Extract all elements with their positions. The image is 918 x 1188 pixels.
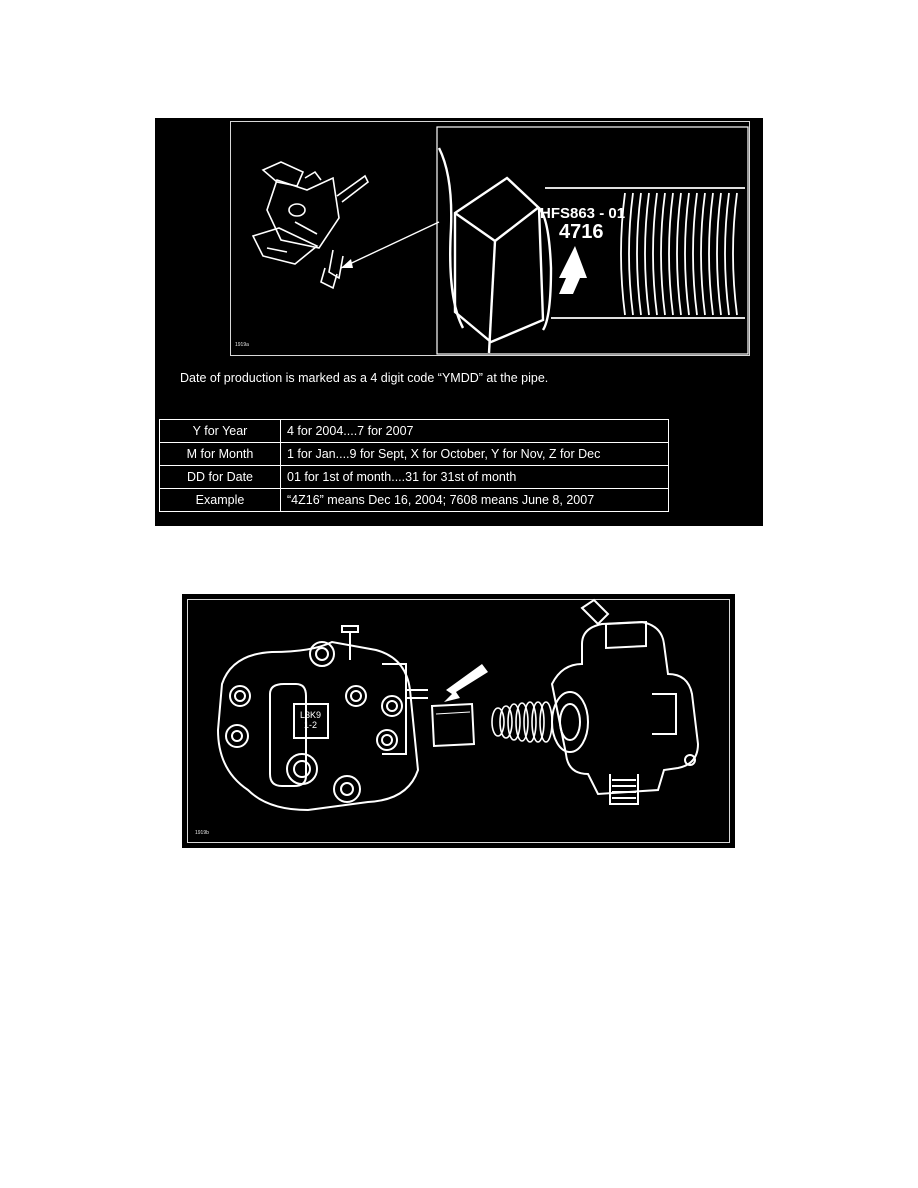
pump-marking-line2: 1-2 xyxy=(304,720,317,730)
pipe-part-number: HFS863 - 01 xyxy=(540,205,625,222)
spring-drawing xyxy=(491,701,553,743)
table-row: M for Month 1 for Jan....9 for Sept, X f… xyxy=(159,442,669,466)
table-cell-value: 1 for Jan....9 for Sept, X for October, … xyxy=(280,442,669,466)
spacer-shim-drawing xyxy=(430,702,476,748)
date-code-pointer-arrow xyxy=(559,246,587,294)
table-cell-key: Y for Year xyxy=(159,419,281,443)
table-row: Y for Year 4 for 2004....7 for 2007 xyxy=(159,419,669,443)
table-cell-value: 4 for 2004....7 for 2007 xyxy=(280,419,669,443)
hex-nut-drawing xyxy=(437,147,553,354)
illustration-frame xyxy=(230,121,750,356)
date-code-table: Y for Year 4 for 2004....7 for 2007 M fo… xyxy=(159,419,669,512)
pump-disassembly-illustration: L3K9 1-2 xyxy=(216,598,700,812)
illustration-frame xyxy=(187,599,730,843)
figure-caption: Date of production is marked as a 4 digi… xyxy=(180,371,549,385)
table-cell-value: “4Z16” means Dec 16, 2004; 7608 means Ju… xyxy=(280,488,669,512)
callout-arrow-line xyxy=(340,221,440,269)
shim-pointer-arrow xyxy=(444,664,488,702)
figure-pump-disassembly: L3K9 1-2 1919b xyxy=(182,594,735,848)
figure-id-label: 1919b xyxy=(195,830,209,836)
table-row: Example “4Z16” means Dec 16, 2004; 7608 … xyxy=(159,488,669,512)
figure-id-label: 1919a xyxy=(235,342,249,348)
figure-production-date-code: HFS863 - 01 4716 1919a Date of productio… xyxy=(155,118,763,526)
pump-marking-line1: L3K9 xyxy=(300,710,321,720)
pipe-date-code: 4716 xyxy=(559,221,604,243)
table-cell-value: 01 for 1st of month....31 for 31st of mo… xyxy=(280,465,669,489)
table-cell-key: M for Month xyxy=(159,442,281,466)
table-row: DD for Date 01 for 1st of month....31 fo… xyxy=(159,465,669,489)
pump-housing-drawing xyxy=(216,625,428,812)
pump-body-drawing xyxy=(550,598,700,805)
callout-arrow-head xyxy=(341,259,353,268)
threaded-pipe-drawing xyxy=(545,187,745,319)
pump-overview-drawing xyxy=(251,161,370,290)
table-cell-key: Example xyxy=(159,488,281,512)
table-cell-key: DD for Date xyxy=(159,465,281,489)
fuel-pump-pipe-illustration: HFS863 - 01 4716 xyxy=(251,126,749,355)
zoom-inset-box xyxy=(436,126,749,355)
